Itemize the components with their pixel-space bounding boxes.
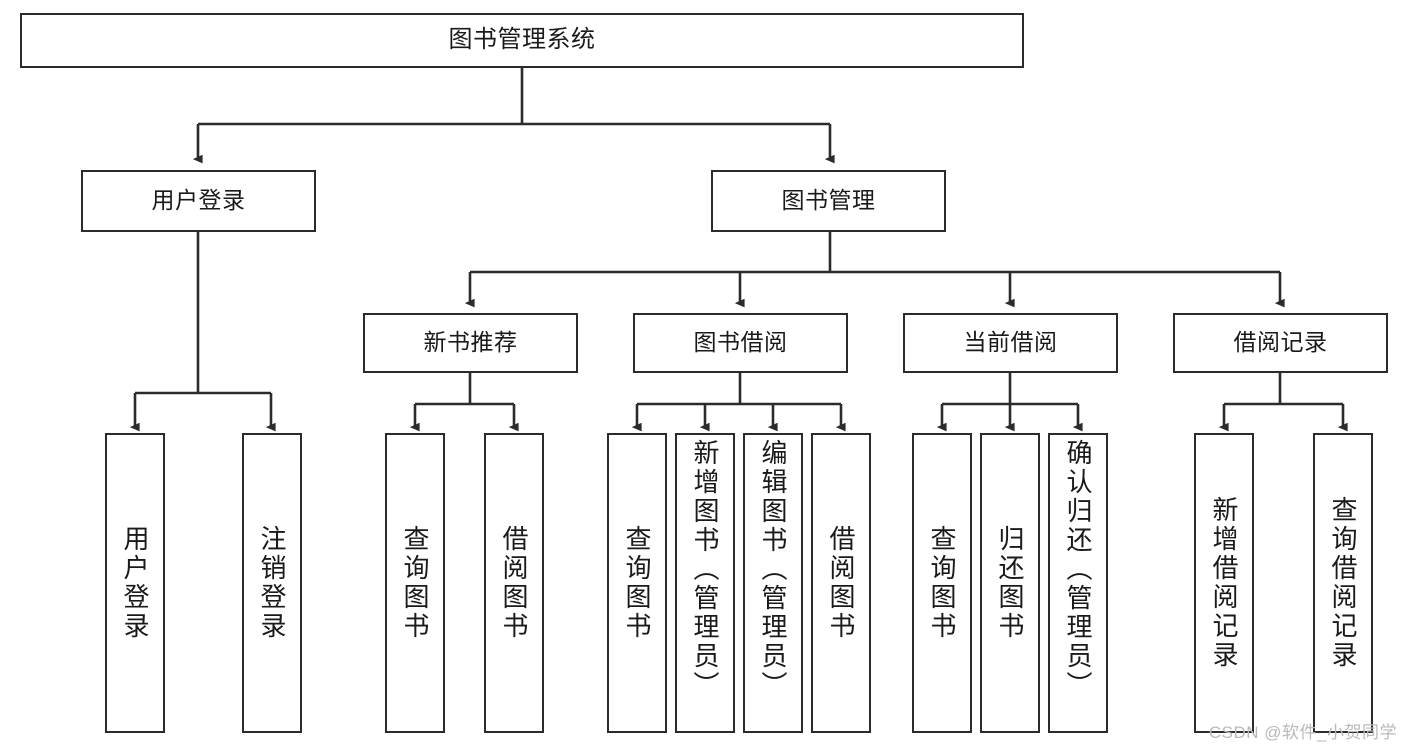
node-label: 查询借阅记录 — [1328, 496, 1358, 670]
node-label: 确认归还（管理员） — [1063, 439, 1093, 700]
node-label: 用户登录 — [151, 187, 246, 214]
leaf-logout-login[interactable]: 注销登录 — [242, 433, 302, 733]
node-current-borrow[interactable]: 当前借阅 — [903, 313, 1118, 373]
node-label: 图书管理 — [781, 187, 876, 214]
leaf-edit-book-admin[interactable]: 编辑图书（管理员） — [743, 433, 803, 733]
leaf-add-borrow-record[interactable]: 新增借阅记录 — [1194, 433, 1254, 733]
node-label: 注销登录 — [257, 525, 287, 641]
node-borrow-record[interactable]: 借阅记录 — [1173, 313, 1388, 373]
node-label: 借阅记录 — [1233, 329, 1328, 356]
leaf-return-book[interactable]: 归还图书 — [980, 433, 1040, 733]
node-label: 查询图书 — [400, 525, 430, 641]
node-new-book-rec[interactable]: 新书推荐 — [363, 313, 578, 373]
node-label: 编辑图书（管理员） — [758, 439, 788, 700]
node-book-borrow[interactable]: 图书借阅 — [633, 313, 848, 373]
leaf-query-book-borrow[interactable]: 查询图书 — [607, 433, 667, 733]
leaf-user-login[interactable]: 用户登录 — [105, 433, 165, 733]
node-label: 归还图书 — [995, 525, 1025, 641]
node-root-system[interactable]: 图书管理系统 — [20, 13, 1024, 68]
node-label: 借阅图书 — [826, 525, 856, 641]
node-book-manage[interactable]: 图书管理 — [711, 170, 946, 232]
leaf-borrow-book-rec[interactable]: 借阅图书 — [484, 433, 544, 733]
node-label: 借阅图书 — [499, 525, 529, 641]
node-label: 新增图书（管理员） — [690, 439, 720, 700]
leaf-query-book-current[interactable]: 查询图书 — [912, 433, 972, 733]
leaf-add-book-admin[interactable]: 新增图书（管理员） — [675, 433, 735, 733]
node-label: 当前借阅 — [963, 329, 1058, 356]
node-label: 用户登录 — [120, 525, 150, 641]
node-user-login[interactable]: 用户登录 — [81, 170, 316, 232]
node-label: 新书推荐 — [423, 329, 518, 356]
leaf-query-borrow-record[interactable]: 查询借阅记录 — [1313, 433, 1373, 733]
leaf-borrow-book-borrow[interactable]: 借阅图书 — [811, 433, 871, 733]
node-label: 新增借阅记录 — [1209, 496, 1239, 670]
node-label: 图书借阅 — [693, 329, 788, 356]
node-label: 查询图书 — [622, 525, 652, 641]
leaf-confirm-return-admin[interactable]: 确认归还（管理员） — [1048, 433, 1108, 733]
node-label: 查询图书 — [927, 525, 957, 641]
watermark-text: CSDN @软件_小贺同学 — [1208, 723, 1397, 742]
leaf-query-book-rec[interactable]: 查询图书 — [385, 433, 445, 733]
node-label: 图书管理系统 — [448, 26, 596, 54]
